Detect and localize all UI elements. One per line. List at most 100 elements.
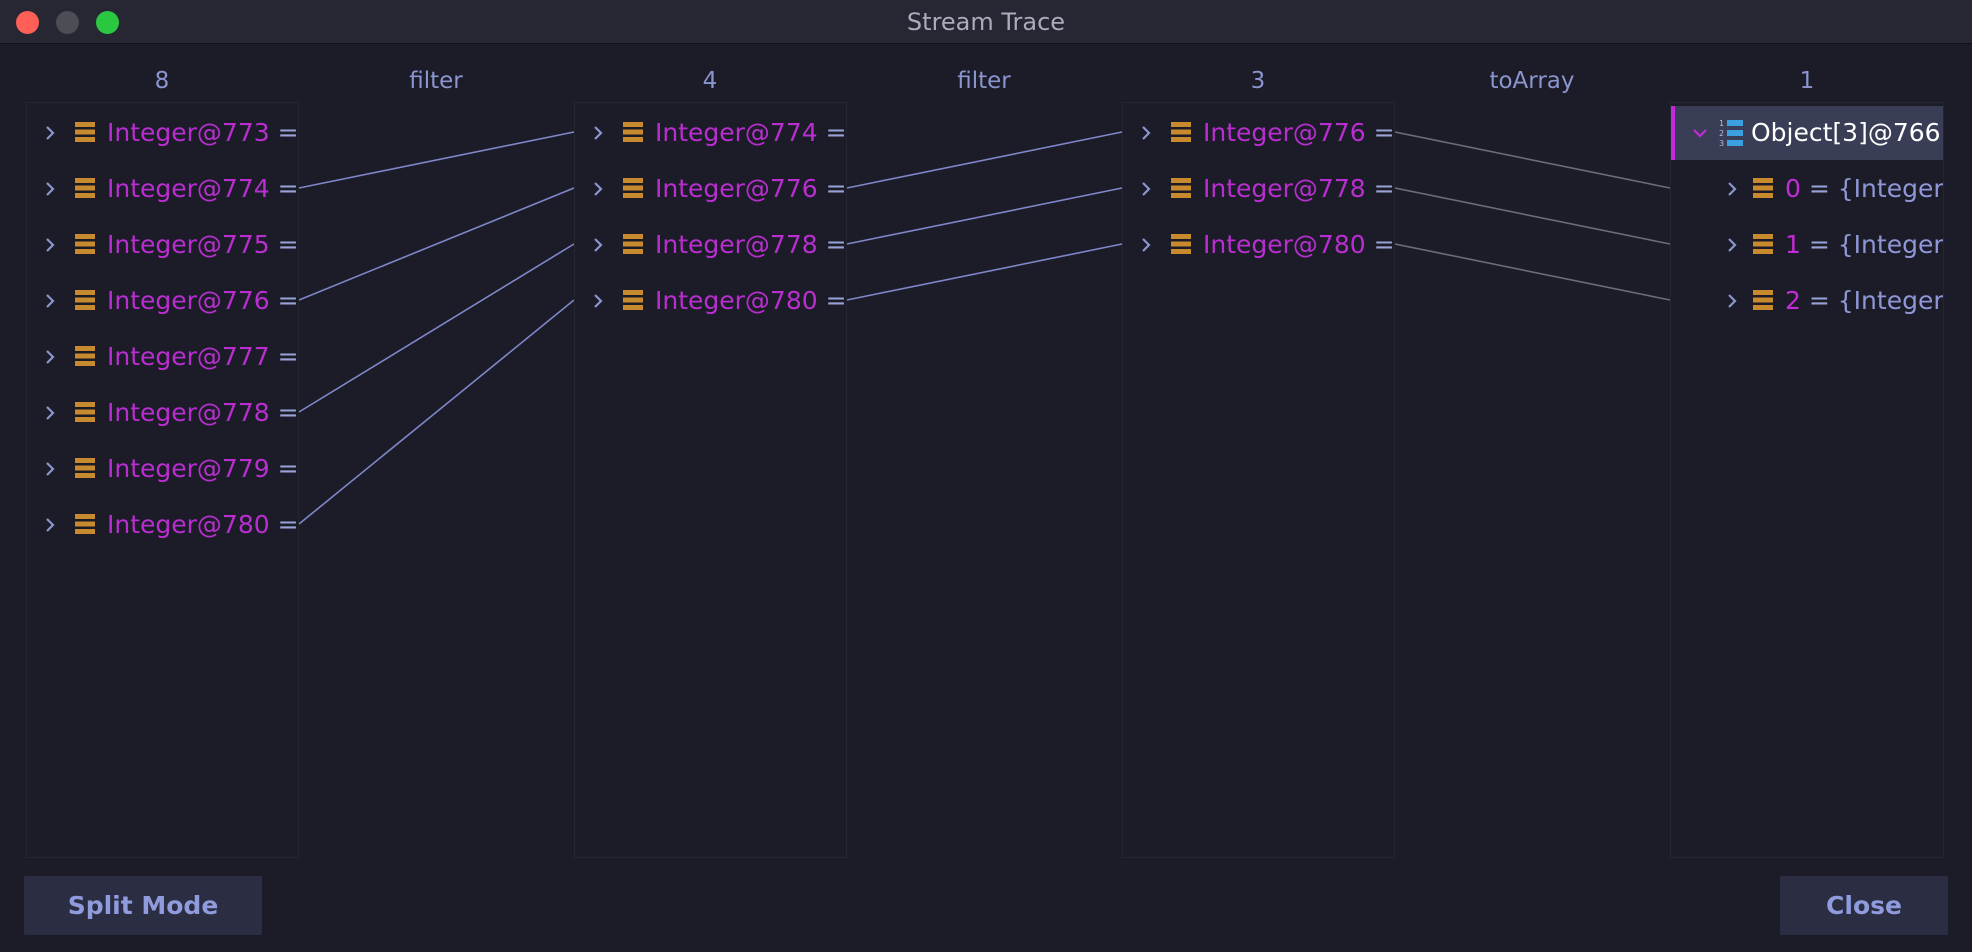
list-item[interactable]: Integer@778 = bbox=[27, 393, 299, 433]
column-header-result-count: 1 bbox=[1799, 68, 1815, 94]
value-label: Integer@773 = bbox=[107, 118, 299, 147]
column-header-filter-2-count: 3 bbox=[1250, 68, 1266, 94]
connector-line bbox=[846, 243, 1123, 301]
chevron-right-icon[interactable] bbox=[1721, 178, 1743, 200]
stack-icon bbox=[75, 234, 95, 254]
list-item[interactable]: 2 = {Integer@ bbox=[1671, 281, 1944, 321]
value-label: Integer@780 = bbox=[655, 286, 847, 315]
filter-2-values-panel[interactable]: Integer@776 = Integer@778 = Integer@780 … bbox=[1122, 102, 1395, 858]
stack-icon bbox=[75, 458, 95, 478]
chevron-right-icon[interactable] bbox=[1721, 290, 1743, 312]
title-bar: Stream Trace bbox=[0, 0, 1972, 44]
connector-line bbox=[298, 187, 575, 301]
connector-line bbox=[1394, 131, 1671, 189]
array-element-label: 1 = {Integer@ bbox=[1785, 230, 1944, 259]
stack-icon bbox=[75, 402, 95, 422]
list-item[interactable]: Integer@778 = bbox=[1123, 169, 1394, 209]
chevron-right-icon[interactable] bbox=[39, 178, 61, 200]
window-title: Stream Trace bbox=[906, 8, 1066, 36]
value-label: Integer@774 = bbox=[107, 174, 299, 203]
list-item[interactable]: 0 = {Integer@ bbox=[1671, 169, 1943, 209]
list-item[interactable]: Integer@774 = bbox=[27, 169, 299, 209]
list-item[interactable]: Integer@776 = bbox=[575, 169, 847, 209]
list-item[interactable]: Integer@774 = bbox=[575, 113, 847, 153]
chevron-down-icon[interactable] bbox=[1689, 122, 1711, 144]
list-item[interactable]: Integer@780 = bbox=[575, 281, 847, 321]
chevron-right-icon[interactable] bbox=[39, 346, 61, 368]
chevron-right-icon[interactable] bbox=[587, 122, 609, 144]
list-item[interactable]: Integer@779 = bbox=[27, 449, 299, 489]
chevron-right-icon[interactable] bbox=[587, 178, 609, 200]
chevron-right-icon[interactable] bbox=[1135, 234, 1157, 256]
connector-line bbox=[298, 131, 575, 189]
connector-line bbox=[1394, 243, 1671, 301]
numbered-list-icon: 1 2 3 bbox=[1719, 119, 1743, 148]
list-item[interactable]: Integer@778 = bbox=[575, 225, 847, 265]
connector-line bbox=[846, 187, 1123, 245]
list-item[interactable]: Integer@776 = bbox=[1123, 113, 1394, 153]
result-array-row-selected[interactable]: 1 2 3 Object[3]@766 bbox=[1671, 106, 1943, 160]
array-element-label: 2 = {Integer@ bbox=[1785, 286, 1944, 315]
window-minimize-button[interactable] bbox=[56, 11, 79, 34]
window-close-button[interactable] bbox=[16, 11, 39, 34]
value-label: Integer@778 = bbox=[107, 398, 299, 427]
window-maximize-button[interactable] bbox=[96, 11, 119, 34]
source-values-panel[interactable]: Integer@773 = Integer@774 = Integer@775 … bbox=[26, 102, 299, 858]
value-label: Integer@774 = bbox=[655, 118, 847, 147]
value-label: Integer@779 = bbox=[107, 454, 299, 483]
stack-icon bbox=[623, 178, 643, 198]
list-item[interactable]: Integer@777 = bbox=[27, 337, 299, 377]
column-header-filter-2: filter bbox=[957, 68, 1011, 94]
value-label: Integer@776 = bbox=[107, 286, 299, 315]
split-mode-button[interactable]: Split Mode bbox=[24, 876, 262, 935]
value-label: Integer@775 = bbox=[107, 230, 299, 259]
chevron-right-icon[interactable] bbox=[1135, 178, 1157, 200]
chevron-right-icon[interactable] bbox=[587, 234, 609, 256]
list-item[interactable]: Integer@776 = bbox=[27, 281, 299, 321]
stack-icon bbox=[1171, 234, 1191, 254]
result-panel[interactable]: 1 2 3 Object[3]@766 0 = {Integer@ 1 = {I… bbox=[1670, 102, 1944, 858]
list-item[interactable]: Integer@780 = bbox=[1123, 225, 1395, 265]
chevron-right-icon[interactable] bbox=[39, 290, 61, 312]
stack-icon bbox=[75, 122, 95, 142]
stack-icon bbox=[623, 234, 643, 254]
column-header-filter-1: filter bbox=[409, 68, 463, 94]
stack-icon bbox=[75, 290, 95, 310]
column-header-filter-1-count: 4 bbox=[702, 68, 718, 94]
connector-line bbox=[298, 243, 575, 413]
chevron-right-icon[interactable] bbox=[1721, 234, 1743, 256]
chevron-right-icon[interactable] bbox=[39, 122, 61, 144]
chevron-right-icon[interactable] bbox=[39, 402, 61, 424]
close-button[interactable]: Close bbox=[1780, 876, 1948, 935]
value-label: Integer@778 = bbox=[655, 230, 847, 259]
stack-icon bbox=[1753, 290, 1773, 310]
list-item[interactable]: 1 = {Integer@ bbox=[1671, 225, 1944, 265]
chevron-right-icon[interactable] bbox=[39, 514, 61, 536]
list-item[interactable]: Integer@775 = bbox=[27, 225, 299, 265]
stack-icon bbox=[1171, 122, 1191, 142]
chevron-right-icon[interactable] bbox=[1135, 122, 1157, 144]
filter-1-values-panel[interactable]: Integer@774 = Integer@776 = Integer@778 … bbox=[574, 102, 847, 858]
value-label: Integer@776 = bbox=[655, 174, 847, 203]
connector-line bbox=[298, 299, 575, 525]
chevron-right-icon[interactable] bbox=[39, 234, 61, 256]
chevron-right-icon[interactable] bbox=[39, 458, 61, 480]
stack-icon bbox=[75, 178, 95, 198]
svg-text:1: 1 bbox=[1719, 119, 1724, 128]
stack-icon bbox=[1753, 234, 1773, 254]
column-header-source-count: 8 bbox=[154, 68, 170, 94]
value-label: Integer@780 = bbox=[1203, 230, 1395, 259]
connector-line bbox=[846, 131, 1123, 189]
svg-text:3: 3 bbox=[1719, 139, 1724, 148]
value-label: Integer@780 = bbox=[107, 510, 299, 539]
column-header-toarray: toArray bbox=[1489, 68, 1575, 94]
value-label: Integer@777 = bbox=[107, 342, 299, 371]
svg-text:2: 2 bbox=[1719, 129, 1724, 138]
list-item[interactable]: Integer@780 = bbox=[27, 505, 299, 545]
stack-icon bbox=[1171, 178, 1191, 198]
stack-icon bbox=[623, 290, 643, 310]
chevron-right-icon[interactable] bbox=[587, 290, 609, 312]
list-item[interactable]: Integer@773 = bbox=[27, 113, 299, 153]
